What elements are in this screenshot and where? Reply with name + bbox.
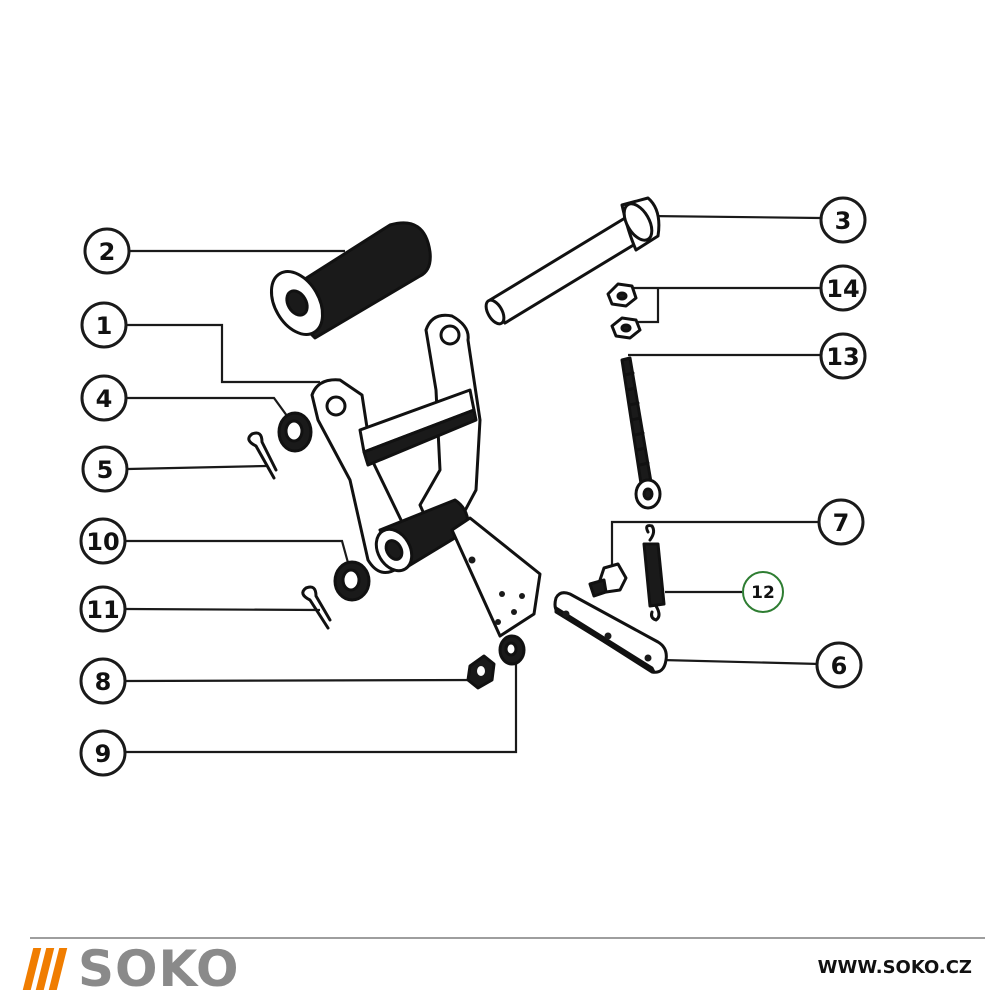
- callout-14-circle: [819, 264, 867, 312]
- leader-10: [126, 539, 352, 571]
- callout-6-label: 6: [831, 652, 848, 680]
- leader-1: [127, 323, 320, 384]
- callout-1: 1: [80, 301, 128, 349]
- callout-12: 12: [742, 571, 784, 613]
- callout-5-circle: [81, 445, 129, 493]
- callout-1-label: 1: [96, 312, 113, 340]
- logo-bars-icon: [22, 948, 68, 990]
- callout-6-circle: [815, 641, 863, 689]
- leader-5: [127, 464, 267, 471]
- part-9-washer: [498, 634, 526, 666]
- part-6-link-plate: [553, 591, 668, 674]
- leader-4: [127, 396, 291, 421]
- callout-13: 13: [819, 332, 867, 380]
- callout-8: 8: [79, 657, 127, 705]
- callout-11-circle: [79, 585, 127, 633]
- part-7-bolt: [588, 562, 628, 598]
- callout-7-circle: [817, 498, 865, 546]
- part-11-split-pin: [301, 585, 332, 630]
- callout-3-label: 3: [835, 207, 852, 235]
- callout-10: 10: [79, 517, 127, 565]
- callout-6: 6: [815, 641, 863, 689]
- part-10-washer: [333, 560, 371, 602]
- callout-4-circle: [80, 374, 128, 422]
- callout-8-label: 8: [95, 668, 112, 696]
- callout-1-circle: [80, 301, 128, 349]
- leader-3: [647, 214, 821, 220]
- callout-8-circle: [79, 657, 127, 705]
- part-14-nuts: [606, 282, 642, 340]
- footer-divider: [30, 937, 985, 939]
- callout-10-label: 10: [86, 528, 119, 556]
- callout-9: 9: [79, 729, 127, 777]
- part-4-washer: [277, 411, 313, 453]
- website-link[interactable]: WWW.SOKO.CZ: [817, 957, 972, 978]
- callout-9-circle: [79, 729, 127, 777]
- callout-4-label: 4: [96, 385, 113, 413]
- part-3-pin: [484, 196, 661, 326]
- callout-13-label: 13: [826, 343, 859, 371]
- callout-11: 11: [79, 585, 127, 633]
- callout-3-circle: [819, 196, 867, 244]
- leader-7: [610, 520, 820, 568]
- brand-logo: SOKO: [22, 940, 240, 998]
- part-13-eye-bolt: [620, 356, 662, 510]
- callout-10-circle: [79, 517, 127, 565]
- leader-8: [125, 678, 481, 683]
- callout-5: 5: [81, 445, 129, 493]
- callout-7-label: 7: [833, 509, 850, 537]
- part-2-roller: [269, 221, 432, 340]
- callout-12-label: 12: [751, 583, 775, 603]
- part-1-bracket: [310, 313, 542, 638]
- callout-12-circle: [742, 571, 784, 613]
- callout-9-label: 9: [95, 740, 112, 768]
- part-5-split-pin: [247, 431, 278, 480]
- callout-2-circle: [83, 227, 131, 275]
- callout-5-label: 5: [97, 456, 114, 484]
- callout-14: 14: [819, 264, 867, 312]
- callout-7: 7: [817, 498, 865, 546]
- callout-13-circle: [819, 332, 867, 380]
- brand-name: SOKO: [78, 940, 240, 998]
- leader-14: [622, 286, 820, 324]
- leader-6: [661, 658, 821, 666]
- callout-2-label: 2: [99, 238, 116, 266]
- part-12-spring: [642, 524, 666, 622]
- callout-2: 2: [83, 227, 131, 275]
- callout-11-label: 11: [86, 596, 119, 624]
- part-8-nut: [466, 654, 496, 690]
- leader-9: [126, 660, 518, 754]
- leader-lines: [125, 214, 821, 754]
- callout-3: 3: [819, 196, 867, 244]
- leader-11: [125, 607, 321, 612]
- callout-4: 4: [80, 374, 128, 422]
- callout-14-label: 14: [826, 275, 859, 303]
